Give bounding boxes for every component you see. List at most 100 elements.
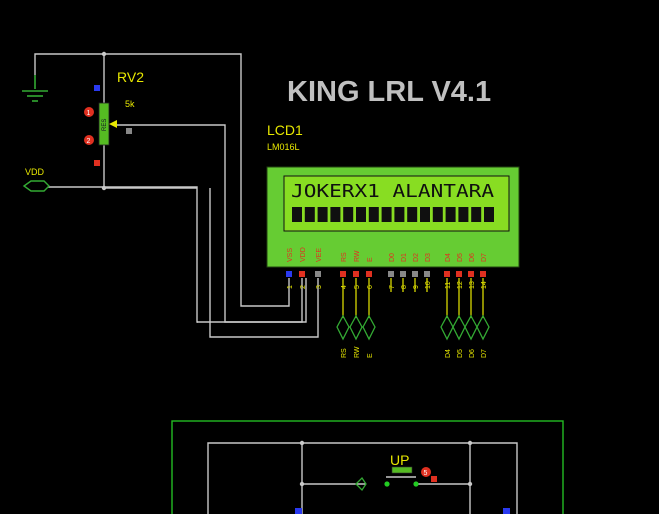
pin-marker-5 xyxy=(421,467,431,477)
control-terminals[interactable]: RS RW E xyxy=(336,314,376,358)
pin-marker-blue-bottom-left xyxy=(295,508,302,514)
lcd-char-block xyxy=(356,207,366,222)
button-plunger xyxy=(391,466,413,474)
terminal-label: D4 xyxy=(445,349,452,358)
lcd-pin-number: 7 xyxy=(389,285,396,289)
lcd-char-block xyxy=(445,207,456,222)
lcd-pin-number: 1 xyxy=(287,285,294,289)
lcd-pin-marker xyxy=(353,271,359,277)
lcd-pin-number: 10 xyxy=(425,281,432,289)
terminal-d5-icon[interactable] xyxy=(452,314,466,341)
vdd-terminal[interactable]: VDD xyxy=(22,167,50,192)
lcd-char-block xyxy=(343,207,354,222)
lcd-pin-name: RS xyxy=(341,252,348,262)
lcd-pin-marker xyxy=(456,271,462,277)
pot-value-label: 5k xyxy=(125,99,135,109)
potentiometer-rv2[interactable]: RV2 5k RES 1 2 xyxy=(84,69,144,166)
lcd-pin-name: D7 xyxy=(481,253,488,262)
lcd-pin-marker xyxy=(388,271,394,277)
pin-marker-1 xyxy=(84,107,94,117)
lcd-pin-marker xyxy=(468,271,474,277)
terminal-label: D5 xyxy=(457,349,464,358)
terminal-label: RS xyxy=(341,348,348,358)
lcd-module[interactable]: LCD1 LM016L JOKERX1 ALANTARA VSS1VDD2VEE… xyxy=(266,122,520,289)
pin-marker-blue xyxy=(94,85,100,91)
lcd-pin-name: VDD xyxy=(300,247,307,262)
wires xyxy=(34,53,518,514)
lcd-pin-name: D2 xyxy=(413,253,420,262)
terminal-d7-icon[interactable] xyxy=(476,314,490,341)
pin-marker-5-label: 5 xyxy=(424,470,428,477)
lcd-pins: VSS1VDD2VEE3RS4RW5E6D07D18D29D310D411D51… xyxy=(286,247,488,289)
wire-frame-top xyxy=(207,442,518,514)
lcd-char-block xyxy=(420,207,430,222)
terminal-label: D7 xyxy=(481,349,488,358)
lcd-char-block xyxy=(394,207,405,222)
wire-vdd-lcd xyxy=(197,278,303,323)
lcd-pin-name: D0 xyxy=(389,253,396,262)
lcd-pin-number: 8 xyxy=(401,285,408,289)
lcd-pin-number: 4 xyxy=(341,285,348,289)
lcd-model-label: LM016L xyxy=(267,142,300,152)
lcd-pin-number: 12 xyxy=(457,281,464,289)
button-panel-frame xyxy=(171,420,564,514)
ground-icon[interactable] xyxy=(22,75,48,102)
lcd-pin-name: VSS xyxy=(287,248,294,262)
button-terminal-icon[interactable] xyxy=(355,476,367,492)
pot-body-label: RES xyxy=(102,119,108,131)
terminal-rw-icon[interactable] xyxy=(349,314,363,341)
junction-dots xyxy=(101,51,473,487)
lcd-pin-name: D1 xyxy=(401,253,408,262)
lcd-pin-name: D4 xyxy=(445,253,452,262)
lcd-char-block xyxy=(407,207,418,222)
pin-marker-blue-bottom-right xyxy=(503,508,510,514)
terminal-d6-icon[interactable] xyxy=(464,314,478,341)
button-contact-right xyxy=(413,481,419,487)
pin-marker-grey xyxy=(126,128,132,134)
lcd-pin-marker xyxy=(315,271,321,277)
pin-marker-1-label: 1 xyxy=(87,110,91,117)
terminal-label: E xyxy=(367,353,374,358)
lcd-pin-stubs xyxy=(342,278,484,318)
terminal-rs-icon[interactable] xyxy=(336,314,350,341)
lcd-char-block xyxy=(432,207,443,222)
lcd-pin-number: 14 xyxy=(481,281,488,289)
pin-marker-2-label: 2 xyxy=(87,138,91,145)
lcd-pin-number: 2 xyxy=(300,285,307,289)
lcd-ref-label: LCD1 xyxy=(267,122,303,138)
lcd-char-block xyxy=(317,207,328,222)
lcd-pin-name: RW xyxy=(354,250,361,262)
up-button[interactable]: UP 5 xyxy=(384,452,437,487)
pin-marker-2 xyxy=(84,135,94,145)
lcd-char-block xyxy=(484,207,494,222)
lcd-pin-name: VEE xyxy=(316,248,323,262)
lcd-pin-number: 5 xyxy=(354,285,361,289)
wire-vdd xyxy=(48,186,198,323)
terminal-d4-icon[interactable] xyxy=(440,314,454,341)
terminal-label: RW xyxy=(354,346,361,358)
lcd-char-block xyxy=(381,207,392,222)
lcd-pin-number: 11 xyxy=(445,282,452,289)
lcd-char-block xyxy=(304,207,315,222)
button-contact-left xyxy=(384,481,390,487)
lcd-pin-marker xyxy=(412,271,418,277)
pin-marker-red xyxy=(94,160,100,166)
terminal-e-icon[interactable] xyxy=(362,314,376,341)
lcd-char-block xyxy=(458,207,469,222)
lcd-pin-name: D3 xyxy=(425,253,432,262)
lcd-char-block xyxy=(471,207,482,222)
page-title: KING LRL V4.1 xyxy=(287,76,491,108)
lcd-pin-marker xyxy=(366,271,372,277)
power-terminal-icon xyxy=(22,180,50,192)
lcd-line-2 xyxy=(292,207,494,222)
lcd-pin-marker xyxy=(424,271,430,277)
wire-vee xyxy=(209,188,319,338)
lcd-char-block xyxy=(330,207,341,222)
lcd-char-block xyxy=(368,207,379,222)
wire-vss xyxy=(34,53,290,307)
pot-ref-label: RV2 xyxy=(117,69,144,85)
lcd-pin-name: D5 xyxy=(457,253,464,262)
up-button-label: UP xyxy=(390,452,409,468)
